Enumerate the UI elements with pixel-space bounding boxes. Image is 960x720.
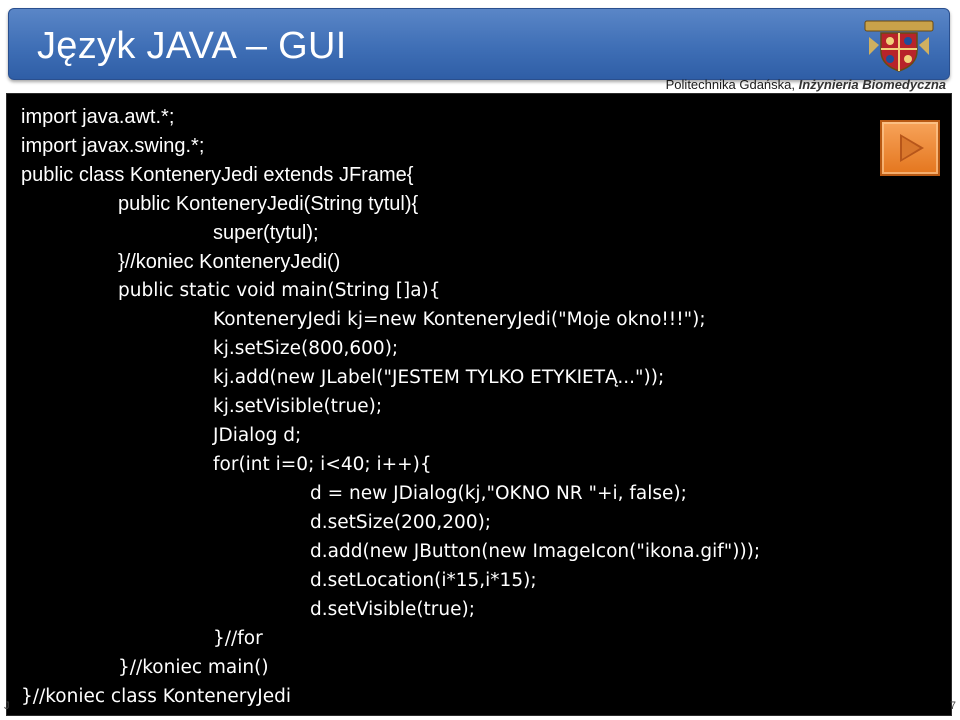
university-crest-icon xyxy=(864,20,934,72)
code-line: public static void main(String []a){ xyxy=(118,280,441,301)
code-line: super(tytul); xyxy=(213,222,319,244)
slide-title: Język JAVA – GUI xyxy=(37,25,347,67)
code-line: d.setSize(200,200); xyxy=(310,512,492,533)
code-panel: import java.awt.*; import javax.swing.*;… xyxy=(6,93,952,716)
code-line: kj.add(new JLabel("JESTEM TYLKO ETYKIETĄ… xyxy=(213,367,665,388)
code-line: }//koniec main() xyxy=(118,657,269,678)
code-line: public KonteneryJedi(String tytul){ xyxy=(118,193,419,215)
code-line: import javax.swing.*; xyxy=(21,135,205,157)
play-button[interactable] xyxy=(880,120,940,176)
code-line: d = new JDialog(kj,"OKNO NR "+i, false); xyxy=(310,483,687,504)
affiliation-dept: Inżynieria Biomedyczna xyxy=(798,77,946,92)
code-line: public class KonteneryJedi extends JFram… xyxy=(21,164,414,186)
code-line: kj.setVisible(true); xyxy=(213,396,383,417)
code-line: KonteneryJedi kj=new KonteneryJedi("Moje… xyxy=(213,309,706,330)
play-icon xyxy=(900,134,924,162)
code-line: import java.awt.*; xyxy=(21,106,175,128)
code-line: }//koniec KonteneryJedi() xyxy=(118,251,341,273)
page-number: 7 xyxy=(949,700,956,712)
code-line: for(int i=0; i<40; i++){ xyxy=(213,454,432,475)
code-line: d.setVisible(true); xyxy=(310,599,475,620)
code-line: }//koniec class KonteneryJedi xyxy=(21,686,291,707)
code-line: d.setLocation(i*15,i*15); xyxy=(310,570,537,591)
footer-left: J xyxy=(4,700,10,712)
code-line: kj.setSize(800,600); xyxy=(213,338,399,359)
code-line: d.add(new JButton(new ImageIcon("ikona.g… xyxy=(310,541,761,562)
slide-title-bar: Język JAVA – GUI xyxy=(8,8,950,80)
code-line: }//for xyxy=(213,628,263,649)
affiliation-text: Politechnika Gdańska, Inżynieria Biomedy… xyxy=(666,78,946,91)
affiliation-org: Politechnika Gdańska, xyxy=(665,77,799,92)
code-line: JDialog d; xyxy=(213,425,302,446)
